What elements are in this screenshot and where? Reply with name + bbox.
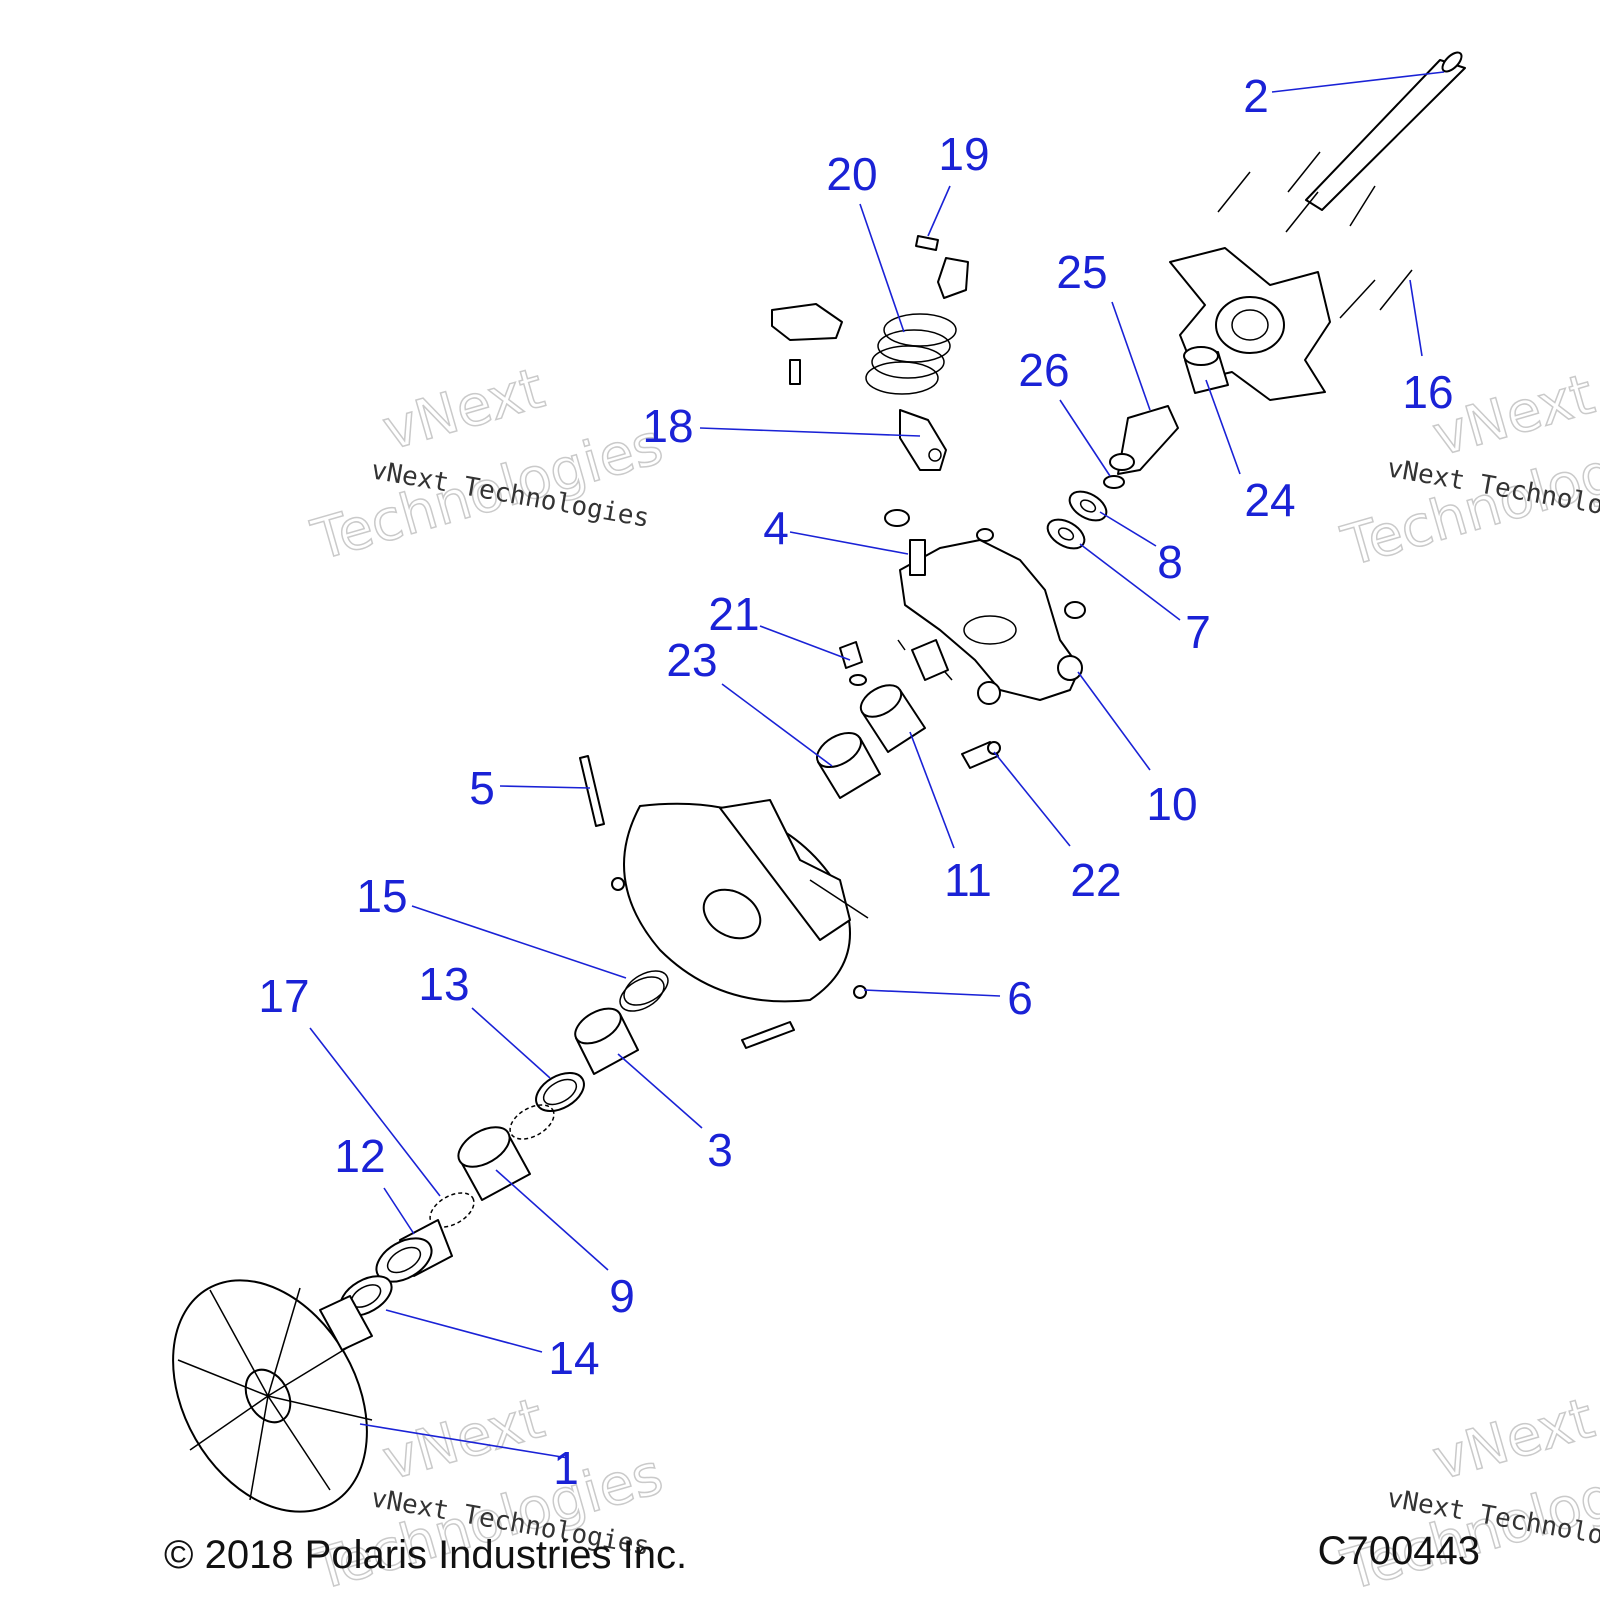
part-21-button bbox=[839, 641, 867, 686]
leader-13 bbox=[471, 1007, 551, 1079]
watermark-top-left: vNext Technologies vNext Technologies bbox=[304, 355, 670, 574]
part-22-roller bbox=[961, 741, 1001, 769]
leader-26 bbox=[1059, 399, 1111, 477]
leader-23 bbox=[721, 683, 833, 767]
part-19-pin bbox=[915, 235, 969, 299]
leader-15 bbox=[411, 905, 627, 979]
leader-24 bbox=[1205, 379, 1241, 475]
callout-17: 17 bbox=[258, 970, 309, 1022]
part-circlip-upper bbox=[509, 1104, 555, 1140]
leader-1 bbox=[359, 1423, 569, 1459]
callout-24: 24 bbox=[1244, 474, 1295, 526]
part-11-bushing bbox=[859, 684, 926, 753]
part-25-shaft bbox=[1109, 405, 1179, 475]
callout-1: 1 bbox=[553, 1442, 579, 1494]
leader-10 bbox=[1077, 671, 1151, 771]
callout-5: 5 bbox=[469, 762, 495, 814]
part-3-bushing bbox=[574, 1007, 639, 1075]
callout-10: 10 bbox=[1146, 778, 1197, 830]
callout-26: 26 bbox=[1018, 344, 1069, 396]
callout-12: 12 bbox=[334, 1130, 385, 1182]
part-18-weight bbox=[899, 409, 947, 471]
leader-6 bbox=[863, 989, 1001, 997]
part-15-ring bbox=[619, 970, 669, 1012]
part-6-ball bbox=[853, 985, 867, 999]
callout-6: 6 bbox=[1007, 972, 1033, 1024]
part-24-bushing bbox=[1183, 346, 1229, 394]
callout-14: 14 bbox=[548, 1332, 599, 1384]
callout-13: 13 bbox=[418, 958, 469, 1010]
leader-25 bbox=[1111, 301, 1151, 411]
leader-11 bbox=[909, 731, 955, 849]
parts-layer bbox=[172, 51, 1466, 1513]
part-26-o-ring bbox=[1103, 475, 1125, 489]
part-5-pin bbox=[579, 755, 605, 827]
leader-18 bbox=[699, 427, 921, 437]
callout-2: 2 bbox=[1243, 70, 1269, 122]
part-23-bushing bbox=[816, 731, 881, 799]
callout-4: 4 bbox=[763, 502, 789, 554]
callout-15: 15 bbox=[356, 870, 407, 922]
leader-16 bbox=[1409, 279, 1423, 357]
callout-9: 9 bbox=[609, 1270, 635, 1322]
leader-lines bbox=[309, 71, 1445, 1459]
part-17-circlip bbox=[429, 1192, 475, 1228]
callout-20: 20 bbox=[826, 148, 877, 200]
leader-21 bbox=[759, 625, 851, 661]
part-moveable-sheave bbox=[611, 799, 869, 1003]
callout-11: 11 bbox=[944, 854, 992, 906]
callout-18: 18 bbox=[642, 400, 693, 452]
leader-3 bbox=[617, 1053, 703, 1129]
part-weight-upper bbox=[771, 303, 843, 385]
leader-14 bbox=[385, 1309, 543, 1353]
leader-20 bbox=[859, 203, 905, 333]
figure-code: C700443 bbox=[1318, 1529, 1480, 1573]
callout-19: 19 bbox=[938, 128, 989, 180]
leader-8 bbox=[1099, 511, 1157, 547]
part-long-bolt bbox=[1305, 51, 1466, 211]
leader-2 bbox=[1271, 71, 1445, 93]
part-12-flanged-bushing bbox=[375, 1219, 453, 1283]
part-13-ring bbox=[535, 1072, 585, 1112]
callout-8: 8 bbox=[1157, 536, 1183, 588]
callout-22: 22 bbox=[1070, 854, 1121, 906]
part-spider-housing bbox=[884, 509, 1086, 705]
leader-12 bbox=[383, 1187, 415, 1235]
callout-labels: 1 2 3 4 5 6 7 8 9 10 11 12 13 14 15 16 1… bbox=[258, 70, 1453, 1494]
part-20-spring bbox=[865, 313, 957, 395]
callout-7: 7 bbox=[1185, 606, 1211, 658]
part-7-washer bbox=[1046, 518, 1086, 550]
leader-17 bbox=[309, 1027, 441, 1197]
copyright-text: © 2018 Polaris Industries Inc. bbox=[164, 1533, 687, 1577]
watermark-top-right: vNext Technologies vNext Technologies bbox=[1334, 361, 1600, 580]
part-1-fixed-sheave bbox=[172, 1279, 373, 1513]
callout-21: 21 bbox=[708, 588, 759, 640]
callout-3: 3 bbox=[707, 1124, 733, 1176]
leader-22 bbox=[993, 751, 1071, 847]
leader-7 bbox=[1079, 543, 1181, 621]
part-center-block bbox=[897, 639, 953, 681]
leader-9 bbox=[495, 1169, 609, 1271]
leader-19 bbox=[927, 185, 951, 237]
leader-4 bbox=[789, 531, 909, 555]
callout-16: 16 bbox=[1402, 366, 1453, 418]
part-pin-lower bbox=[741, 1021, 795, 1049]
part-small-bolts bbox=[1217, 151, 1413, 319]
part-8-washer bbox=[1068, 490, 1108, 522]
leader-5 bbox=[499, 785, 591, 789]
callout-25: 25 bbox=[1056, 246, 1107, 298]
callout-23: 23 bbox=[666, 634, 717, 686]
part-9-bushing bbox=[457, 1126, 531, 1201]
